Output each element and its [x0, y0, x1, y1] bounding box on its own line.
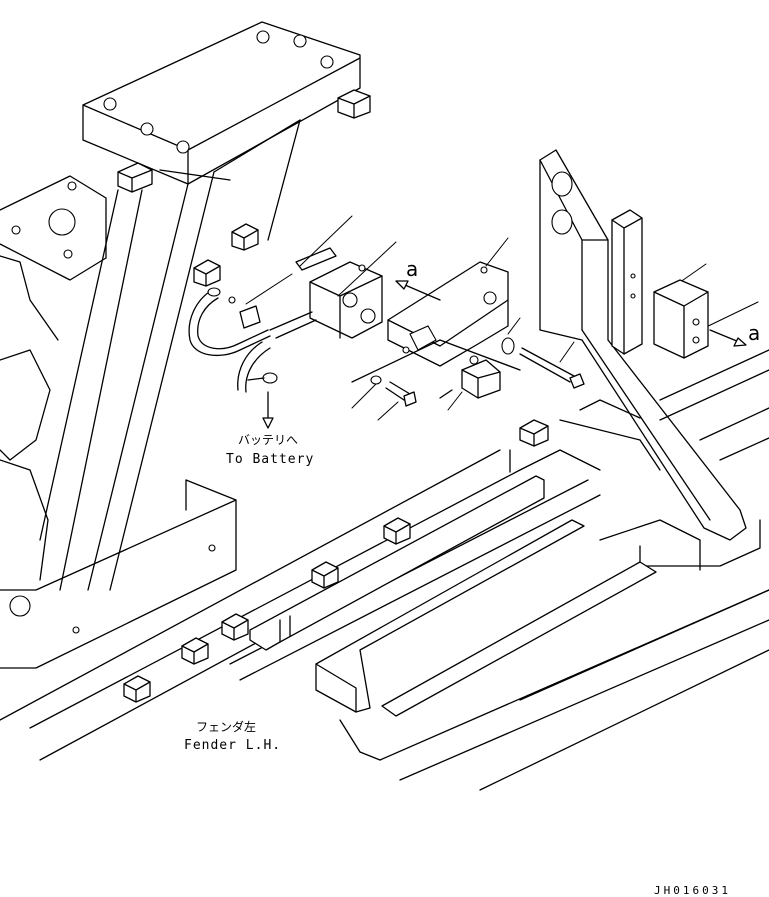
wall-clip-blocks	[193, 223, 259, 287]
fender-label-jp: フェンダ左	[196, 719, 256, 734]
view-ref-a2: a	[748, 321, 760, 345]
fender-label-en: Fender L.H.	[184, 738, 281, 753]
bolts-washers	[370, 337, 585, 407]
left-pillar	[39, 89, 371, 591]
vertical-bar	[611, 209, 643, 355]
mount-block	[653, 279, 709, 359]
view-ref-a1: a	[406, 257, 418, 281]
drawing-code: JH016031	[654, 884, 731, 897]
fuse-holder	[228, 247, 383, 339]
relay	[461, 355, 501, 399]
angle-plates	[249, 475, 657, 717]
leader-lines	[245, 215, 759, 421]
right-post	[539, 149, 747, 541]
battery-label-en: To Battery	[226, 452, 314, 467]
left-housing	[0, 175, 107, 581]
view-arrow-a1	[395, 280, 441, 301]
floor-blocks	[123, 419, 549, 703]
left-base-block	[0, 479, 237, 669]
battery-label-jp: バッテリへ	[238, 433, 298, 447]
top-mount-plate	[82, 21, 361, 185]
battery-cable	[188, 287, 278, 429]
view-arrow-a2	[709, 329, 747, 347]
mounting-bracket	[351, 261, 521, 383]
